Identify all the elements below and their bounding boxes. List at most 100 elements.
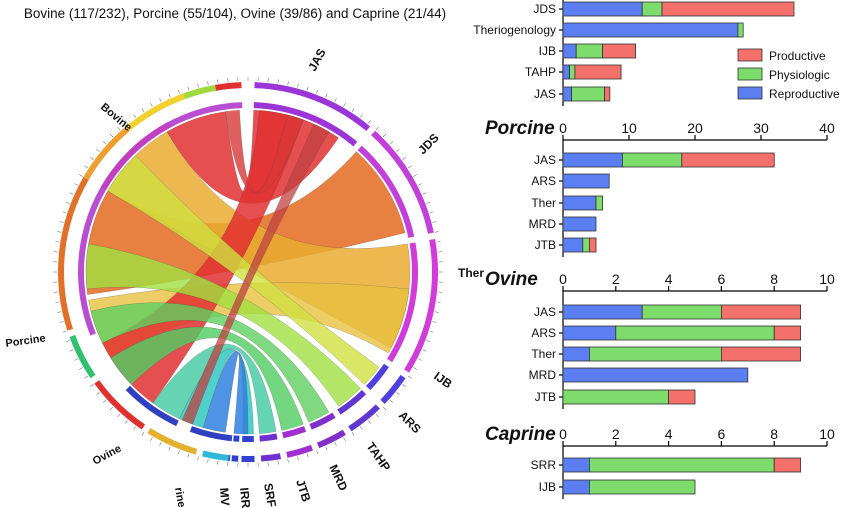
panel-title: Ovine [485,269,538,290]
ring-tick [325,446,328,451]
journal-inner-arc [337,389,367,415]
species-inner-arc [125,385,179,427]
ring-tick [426,340,431,343]
ring-tick [367,120,371,124]
journal-inner-arc [242,435,254,443]
ring-tick [287,81,289,86]
ring-tick [74,358,78,361]
journal-outer-arc [348,404,380,432]
outer-ring-sector [202,450,229,461]
bar-segment [562,1,643,17]
ring-tick [375,413,379,418]
journal-inner-arc [230,435,233,442]
category-label: JTB [535,390,556,404]
ring-tick [277,79,279,84]
journal-inner-arc [309,412,336,430]
ring-tick [187,453,190,458]
ring-tick [287,458,289,463]
journal-inner-arc [387,242,419,363]
outer-ring-sector [57,177,89,331]
ring-tick [432,321,437,323]
bar-segment [602,43,636,59]
bar-segment [773,325,802,341]
ring-tick [375,126,379,131]
ring-tick [389,141,394,145]
ring-tick [57,311,62,313]
journal-inner-arc [253,102,358,147]
ring-tick [436,301,441,303]
ring-tick [90,384,94,387]
journal-outer-arc [260,453,281,462]
outer-ring-sector [147,428,198,455]
ring-tick [422,349,427,352]
ring-tick [277,460,279,465]
ring-tick [316,450,319,455]
ring-tick [434,311,439,313]
outer-ring-sector [215,82,242,91]
ring-tick [306,86,309,91]
category-label: IJB [539,480,556,494]
chord-ribbon [225,110,304,195]
ring-tick [382,406,387,411]
category-label: Ther [531,196,556,210]
ring-tick [125,120,129,124]
journal-inner-arc [357,145,415,238]
ring-tick [396,149,400,153]
bar-segment [737,22,744,38]
journal-outer-arc [228,454,231,462]
ring-tick [159,98,162,102]
x-tick-label: 6 [718,271,726,287]
bar-segment [589,346,722,362]
bar-segment [571,86,605,102]
bar-segment [721,346,802,362]
ring-tick [360,426,363,430]
ring-tick [413,174,418,177]
ring-tick [141,432,145,436]
bar-segment [661,1,795,17]
panel-title: Caprine [485,424,556,445]
x-tick-label: 0 [559,271,567,287]
bar-segment [615,325,775,341]
ring-tick [429,330,434,333]
category-label: SRR [531,458,557,472]
ring-tick [334,98,337,102]
ring-tick [187,86,190,91]
species-inner-arc [189,426,231,442]
x-tick-label: 10 [819,271,835,287]
ring-tick [408,375,412,379]
outer-ring-sector [83,126,130,180]
ring-tick [343,102,346,107]
chord-diagram: BovinePorcineOvineJASJDSTherIJBARSTAHPMR… [5,46,485,508]
ring-tick [297,83,299,88]
ring-tick [69,192,74,195]
bar-segment [773,457,802,473]
chord-ribbon [203,351,249,435]
ring-tick [207,458,209,463]
chord-ribbon [90,302,330,423]
x-tick-label: 0 [559,120,567,136]
ring-tick [57,231,62,233]
category-label: JTB [535,238,556,252]
bar-segment [595,195,603,211]
ring-tick [117,413,121,418]
bar-segment [589,479,696,495]
bar-segment [589,237,597,253]
journal-label: Ther [458,266,484,280]
ring-tick [217,79,219,84]
ring-tick [334,442,337,446]
ring-tick [74,183,78,186]
ring-tick [96,149,100,153]
category-label: JAS [534,87,556,101]
outer-ring-sector [69,334,96,379]
journal-outer-arc [316,429,346,449]
ring-tick [168,93,171,98]
ring-tick [402,384,406,387]
ring-tick [197,456,199,461]
category-label: ARS [531,174,556,188]
ring-tick [59,321,64,323]
legend-swatch [737,67,763,81]
ring-tick [396,391,400,395]
ring-tick [422,192,427,195]
bar-segment [569,64,576,80]
